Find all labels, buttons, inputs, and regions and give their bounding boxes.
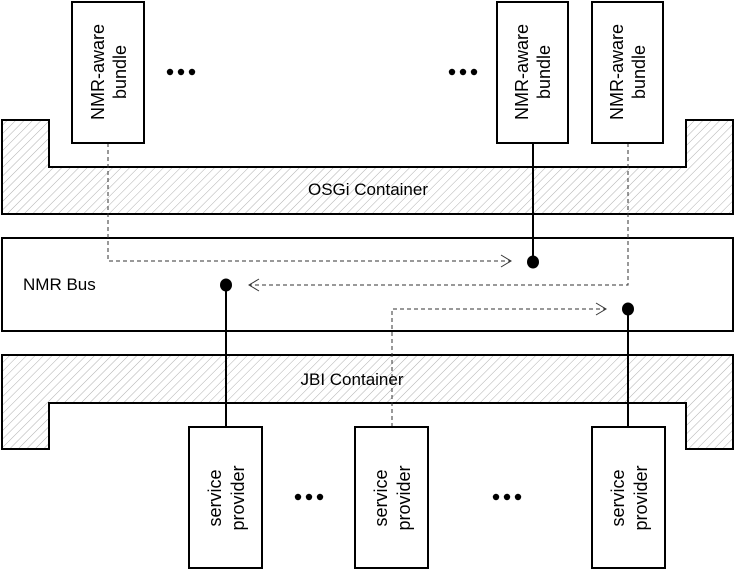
nmr-bus-label: NMR Bus [23,275,96,294]
provider-box [591,426,666,569]
provider-box [188,426,263,569]
osgi-container-shape [1,119,734,215]
provider-label-line2: provider [394,465,414,530]
ellipsis-bottom-left [294,493,324,501]
provider-label-line2: provider [631,465,651,530]
bundle-label-line1: NMR-aware [607,24,627,120]
provider-label-line1: service [371,469,391,526]
provider-label-line1: service [608,469,628,526]
arrowhead-icon [595,302,607,316]
provider-box [354,426,429,569]
provider-label-line1: service [205,469,225,526]
arrowhead-icon [500,254,512,268]
message-bundle1-to-bundle2 [107,143,510,262]
provider-2: service provider [354,426,429,569]
bundle-2: NMR-aware bundle [496,1,569,144]
solid-connections [225,143,629,427]
osgi-container-label: OSGi Container [308,180,428,199]
message-provider2-to-provider3 [391,308,605,427]
provider-label-line2: provider [228,465,248,530]
ellipsis-top-left [166,68,196,76]
bundle-2-endpoint [527,255,539,269]
jbi-container: JBI Container [1,354,734,450]
bundle-label-line2: bundle [110,45,130,99]
arrowhead-icon [248,278,260,292]
arrowheads [248,254,607,316]
bundle-box [591,1,664,144]
provider-3-endpoint [622,302,634,316]
osgi-container: OSGi Container [1,119,734,215]
provider-1-endpoint [220,278,232,292]
provider-3: service provider [591,426,666,569]
ellipsis-bottom-right [492,493,522,501]
bundle-label-line1: NMR-aware [88,24,108,120]
bundle-label-line2: bundle [629,45,649,99]
bundle-1: NMR-aware bundle [71,1,145,144]
bundle-3: NMR-aware bundle [591,1,664,144]
bundle-label-line2: bundle [534,45,554,99]
message-bundle3-to-provider1 [250,143,629,286]
endpoints [220,255,634,316]
jbi-container-label: JBI Container [301,370,404,389]
jbi-container-shape [1,354,734,450]
bundle-label-line1: NMR-aware [512,24,532,120]
bundle-box [496,1,569,144]
provider-1: service provider [188,426,263,569]
dashed-messages [107,143,629,427]
ellipsis-top-right [448,68,478,76]
bundle-box [71,1,145,144]
